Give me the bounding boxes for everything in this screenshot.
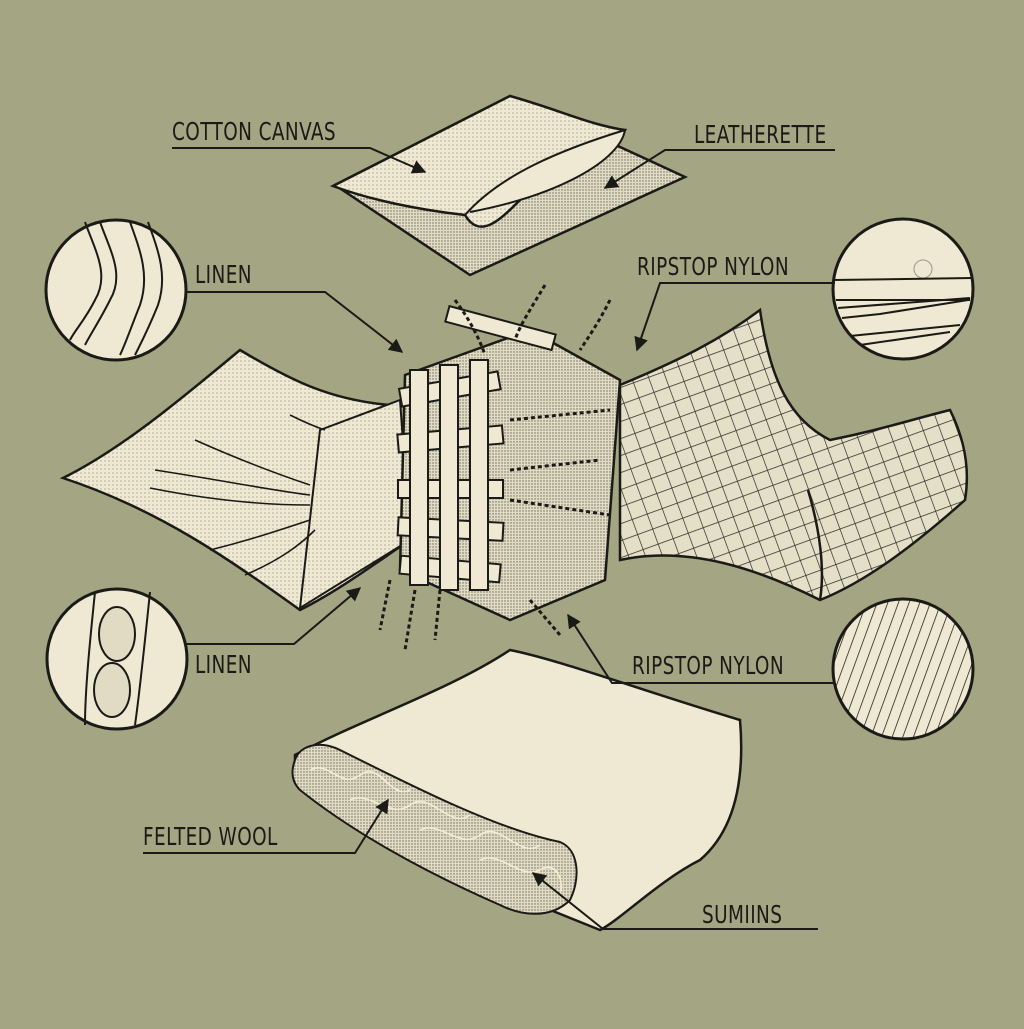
label-leatherette: LEATHERETTE [694,120,827,149]
felted-wool-pillow [291,648,743,932]
label-felted-wool: FELTED WOOL [143,822,278,851]
nylon-filaments-diagonal-inset [831,597,975,741]
label-linen-bottom: LINEN [195,650,253,679]
nylon-filaments-horizontal-inset [831,217,975,361]
ripstop-nylon-sheet [618,307,969,602]
label-ripstop-nylon-bottom: RIPSTOP NYLON [632,651,785,680]
woven-cube [378,284,622,651]
linen-sheet [59,348,412,612]
label-linen-top: LINEN [195,260,253,289]
label-sumiins: SUMIINS [702,900,783,929]
linen-fiber-wavy-inset [44,218,188,362]
label-cotton-canvas: COTTON CANVAS [172,117,336,146]
leader-lines [143,147,835,930]
label-ripstop-nylon-top: RIPSTOP NYLON [637,252,790,281]
canvas-leatherette-sheets [329,94,688,277]
linen-fiber-cells-inset [45,587,189,731]
